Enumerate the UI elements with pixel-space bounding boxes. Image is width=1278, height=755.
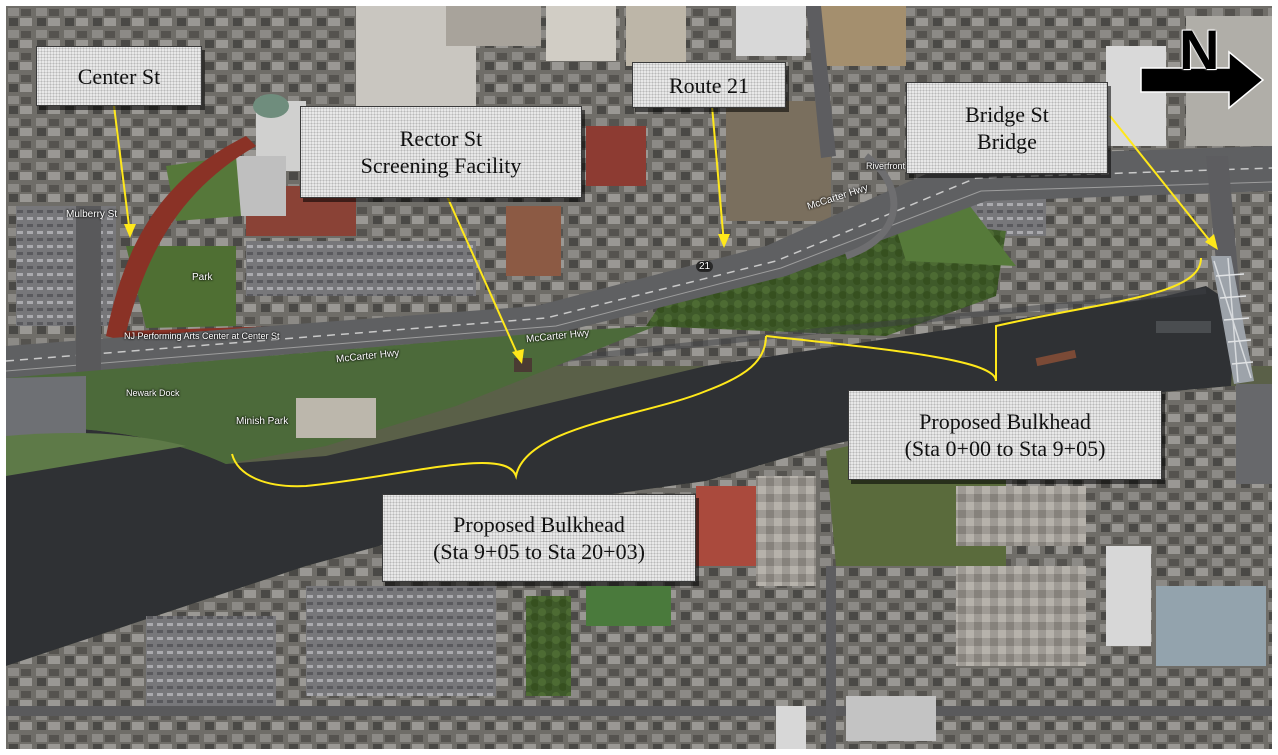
warehouse-roof	[1156, 586, 1266, 666]
rector-st-label-line2: Screening Facility	[360, 153, 522, 178]
screening-facility	[514, 358, 532, 372]
building	[1106, 546, 1151, 646]
townhouses	[956, 486, 1086, 546]
street	[826, 566, 836, 749]
sports-field	[586, 586, 671, 626]
njpac-label: NJ Performing Arts Center at Center St	[124, 331, 280, 341]
bulkhead-south-callout: Proposed Bulkhead (Sta 9+05 to Sta 20+03…	[382, 494, 696, 582]
tower-block	[626, 6, 686, 66]
route-21-label: Route 21	[668, 72, 750, 98]
building	[846, 696, 936, 741]
tower-block	[736, 6, 806, 56]
route-21-shield: 21	[696, 261, 714, 272]
sandy-lot	[296, 398, 376, 438]
dock-pier	[1156, 321, 1211, 333]
bulkhead-north-stations: (Sta 0+00 to Sta 9+05)	[904, 436, 1106, 461]
bulkhead-north-callout: Proposed Bulkhead (Sta 0+00 to Sta 9+05)	[848, 390, 1162, 480]
riverbank-grass	[6, 433, 186, 476]
route-21-callout: Route 21	[632, 62, 786, 108]
north-letter: N	[1179, 18, 1219, 81]
center-st-callout: Center St	[36, 46, 202, 106]
brick-building	[506, 206, 561, 276]
bridge-st-label-line2: Bridge	[977, 129, 1037, 154]
red-walkway	[106, 136, 256, 341]
parking-lot	[146, 616, 276, 706]
bridge-st-label-line1: Bridge St	[965, 102, 1049, 127]
tree-strip	[526, 596, 571, 696]
brick-building	[586, 126, 646, 186]
ferry-street	[6, 706, 1272, 716]
bridge-st-callout: Bridge St Bridge	[906, 82, 1108, 174]
rector-st-callout: Rector St Screening Facility	[300, 106, 582, 198]
tower-block	[546, 6, 616, 61]
brick-building	[696, 486, 756, 566]
tower-block	[446, 6, 541, 46]
bulkhead-north-title: Proposed Bulkhead	[919, 409, 1091, 434]
bulkhead-south-title: Proposed Bulkhead	[453, 512, 625, 537]
tower-block	[816, 6, 906, 66]
north-arrow-icon	[1140, 50, 1265, 110]
bulkhead-south-stations: (Sta 9+05 to Sta 20+03)	[433, 539, 645, 564]
njpac-building	[236, 156, 286, 216]
bridge-approach	[1236, 384, 1272, 484]
rector-st-label-line1: Rector St	[399, 126, 483, 151]
mulberry-st-label: Mulberry St	[66, 209, 118, 220]
north-arrow: N	[1139, 22, 1265, 114]
aerial-map: Mulberry St Park NJ Performing Arts Cent…	[6, 6, 1272, 749]
park-label: Park	[192, 272, 213, 283]
building	[776, 706, 806, 749]
warehouse	[756, 476, 816, 586]
street	[806, 6, 836, 158]
bridge-st-bridge	[1211, 256, 1254, 384]
minish-park-label: Minish Park	[236, 416, 289, 427]
dome-roof	[253, 94, 289, 118]
townhouses	[956, 566, 1086, 666]
empty-lot	[726, 101, 831, 221]
park-green	[126, 246, 236, 328]
highway-ramp	[844, 153, 898, 260]
truck-lot	[306, 586, 496, 696]
center-st-label: Center St	[77, 63, 161, 89]
newark-dock-label: Newark Dock	[126, 388, 180, 398]
mccarter-highway	[6, 146, 1272, 378]
parking-lot	[246, 241, 476, 296]
riverfront-park-label: Riverfront Park	[866, 161, 927, 171]
